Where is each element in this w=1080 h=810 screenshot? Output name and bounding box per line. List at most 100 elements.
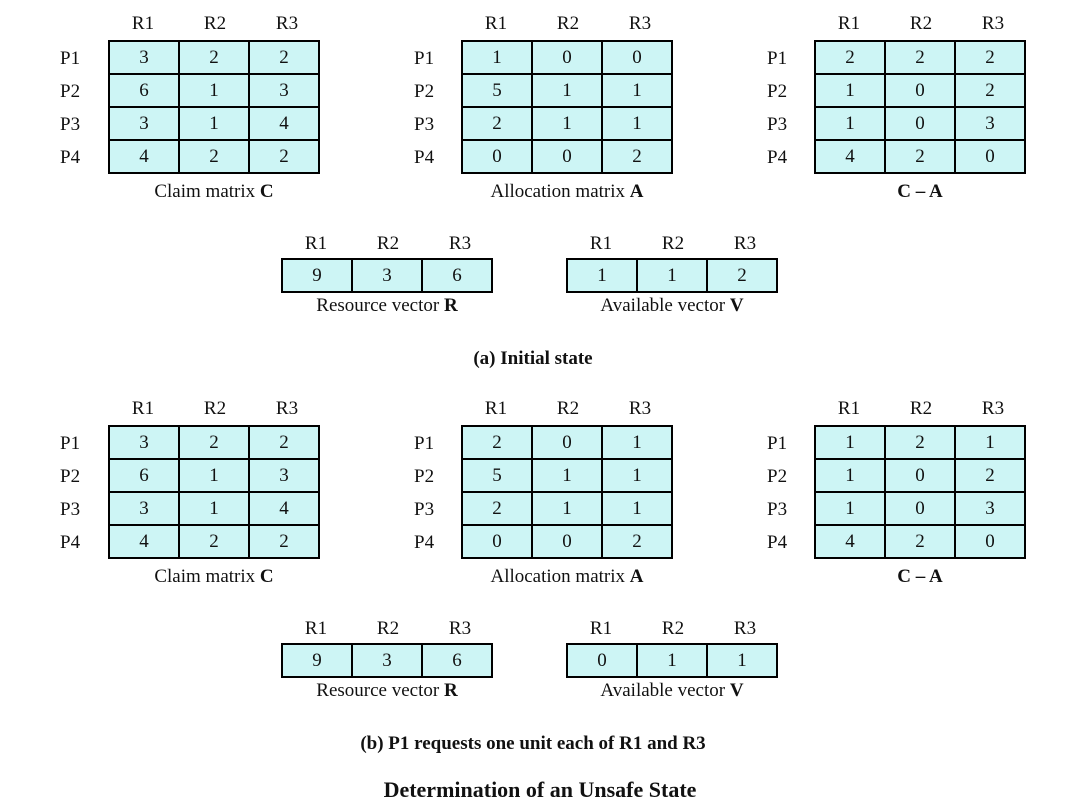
matrix-cell: 5 — [463, 75, 531, 106]
matrix-cell: 1 — [463, 42, 531, 73]
matrix-cell: 0 — [463, 526, 531, 557]
row-label-p1: P1 — [767, 48, 788, 69]
matrix-cell: 1 — [180, 108, 248, 139]
matrix-cell: 2 — [603, 526, 671, 557]
vector-cell: 1 — [708, 645, 776, 676]
claim-caption: Claim matrix C — [88, 565, 340, 589]
matrix-cell: 3 — [250, 75, 318, 106]
matrix-cell: 2 — [886, 42, 954, 73]
matrix-cell: 2 — [180, 141, 248, 172]
column-header-r3: R3 — [448, 233, 472, 254]
allocation-caption: Allocation matrix A — [441, 565, 693, 589]
claim-caption: Claim matrix C — [88, 180, 340, 204]
matrix-cell: 2 — [250, 526, 318, 557]
column-header-r3: R3 — [981, 13, 1005, 34]
column-header-r1: R1 — [837, 13, 861, 34]
vector-cell: 9 — [283, 645, 351, 676]
matrix-cell: 2 — [250, 427, 318, 458]
caption-text: Allocation matrix — [490, 566, 630, 587]
row-label-p4: P4 — [60, 147, 81, 168]
caption-text: Resource vector — [316, 680, 444, 701]
column-header-r2: R2 — [376, 618, 400, 639]
column-header-r1: R1 — [589, 618, 613, 639]
matrix-cell: 2 — [886, 141, 954, 172]
column-header-r1: R1 — [304, 618, 328, 639]
matrix-cell: 0 — [886, 460, 954, 491]
matrix-cell: 2 — [180, 42, 248, 73]
column-header-r3: R3 — [628, 398, 652, 419]
matrix-cell: 0 — [533, 42, 601, 73]
matrix-cell: 0 — [533, 526, 601, 557]
matrix-cell: 2 — [956, 460, 1024, 491]
column-header-r2: R2 — [909, 13, 933, 34]
caption-symbol: V — [729, 680, 744, 701]
matrix-cell: 0 — [533, 141, 601, 172]
caption-text: Claim matrix — [154, 181, 260, 202]
need-caption: C – A — [794, 565, 1046, 589]
vector-cell: 1 — [638, 645, 706, 676]
matrix-cell: 1 — [533, 108, 601, 139]
row-label-p4: P4 — [767, 147, 788, 168]
row-label-p2: P2 — [414, 466, 435, 487]
matrix-cell: 3 — [956, 108, 1024, 139]
matrix-cell: 1 — [603, 108, 671, 139]
caption-symbol: V — [729, 295, 744, 316]
row-label-p4: P4 — [414, 147, 435, 168]
matrix-cell: 2 — [180, 526, 248, 557]
column-header-r3: R3 — [733, 233, 757, 254]
column-header-r3: R3 — [448, 618, 472, 639]
matrix-cell: 1 — [816, 427, 884, 458]
column-header-r1: R1 — [484, 13, 508, 34]
need-caption: C – A — [794, 180, 1046, 204]
matrix-cell: 0 — [886, 493, 954, 524]
matrix-cell: 1 — [816, 460, 884, 491]
matrix-cell: 1 — [816, 108, 884, 139]
matrix-cell: 3 — [250, 460, 318, 491]
matrix-cell: 2 — [886, 526, 954, 557]
column-header-r2: R2 — [556, 13, 580, 34]
state-label: (b) P1 requests one unit each of R1 and … — [360, 733, 706, 754]
matrix-cell: 3 — [110, 42, 178, 73]
matrix-cell: 2 — [886, 427, 954, 458]
row-label-p3: P3 — [60, 499, 81, 520]
state-label: (a) Initial state — [473, 348, 593, 369]
matrix-cell: 1 — [603, 427, 671, 458]
matrix-cell: 4 — [110, 526, 178, 557]
available-caption: Available vector V — [546, 294, 798, 318]
column-header-r1: R1 — [304, 233, 328, 254]
matrix-cell: 4 — [250, 108, 318, 139]
figure-title: Determination of an Unsafe State — [383, 777, 697, 802]
caption-text: Claim matrix — [154, 566, 260, 587]
matrix-cell: 1 — [533, 75, 601, 106]
caption-text: Available vector — [600, 680, 730, 701]
matrix-cell: 4 — [816, 141, 884, 172]
matrix-cell: 2 — [463, 108, 531, 139]
matrix-cell: 0 — [603, 42, 671, 73]
matrix-cell: 2 — [463, 427, 531, 458]
matrix-cell: 1 — [180, 75, 248, 106]
caption-text: Available vector — [600, 295, 730, 316]
vector-cell: 0 — [568, 645, 636, 676]
row-label-p2: P2 — [767, 81, 788, 102]
row-label-p3: P3 — [767, 499, 788, 520]
column-header-r2: R2 — [556, 398, 580, 419]
column-header-r2: R2 — [661, 233, 685, 254]
matrix-cell: 6 — [110, 460, 178, 491]
matrix-cell: 0 — [463, 141, 531, 172]
matrix-cell: 0 — [956, 141, 1024, 172]
matrix-cell: 0 — [533, 427, 601, 458]
matrix-cell: 1 — [956, 427, 1024, 458]
row-label-p2: P2 — [414, 81, 435, 102]
matrix-cell: 2 — [250, 141, 318, 172]
column-header-r3: R3 — [628, 13, 652, 34]
vector-cell: 1 — [638, 260, 706, 291]
